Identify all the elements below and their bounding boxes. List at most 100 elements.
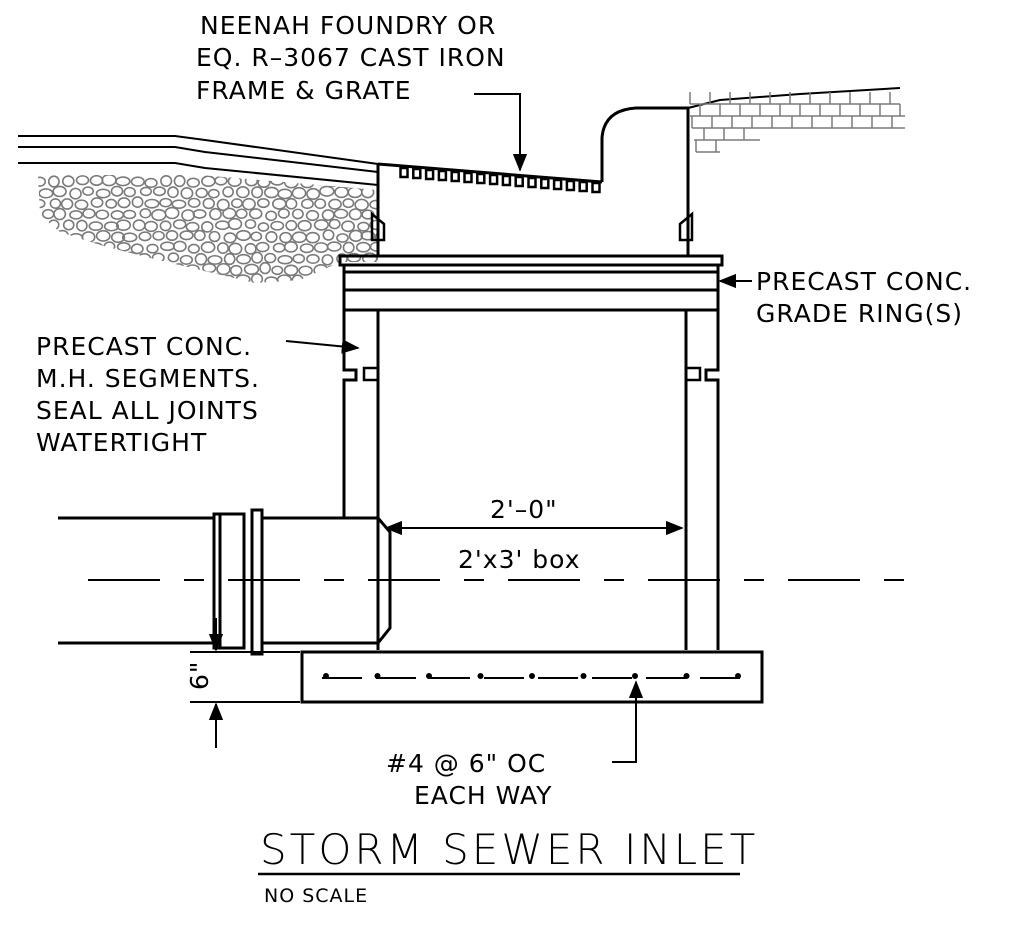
gravel-stone — [319, 274, 333, 283]
gravel-stone — [166, 273, 181, 283]
rebar-dot — [735, 673, 741, 679]
gravel-stone — [63, 263, 76, 276]
gravel-stone — [271, 265, 284, 276]
box-size-label: 2'x3' box — [458, 545, 581, 574]
gravel-stone — [227, 217, 243, 231]
gravel-stone — [152, 186, 167, 197]
gravel-stone — [90, 197, 104, 208]
gravel-stone — [123, 251, 138, 263]
rebar-dot — [426, 673, 432, 679]
gravel-stone — [82, 208, 96, 219]
gravel-stone — [256, 198, 270, 209]
gravel-stone — [292, 253, 306, 264]
gravel-stone — [228, 242, 243, 256]
gravel-stone — [299, 243, 315, 254]
gravel-stone — [235, 208, 248, 220]
gravel-stone — [277, 208, 290, 219]
gravel-stone — [95, 229, 111, 242]
gravel-stone — [248, 208, 263, 220]
gravel-stone — [143, 263, 158, 276]
gravel-stone — [283, 264, 299, 277]
gravel-stone — [250, 231, 263, 242]
gravel-stone — [158, 264, 172, 278]
gravel-stone — [130, 265, 146, 276]
gravel-stone — [305, 231, 320, 244]
grate-tooth — [412, 167, 422, 180]
gravel-stone — [285, 197, 298, 210]
leaders — [285, 93, 752, 763]
gravel-stone — [61, 175, 75, 188]
svg-text:GRADE RING(S): GRADE RING(S) — [756, 299, 963, 328]
gravel-stone — [328, 198, 342, 210]
gravel-stone — [297, 219, 312, 232]
gravel-stone — [195, 187, 209, 199]
svg-text:#4 @ 6" OC: #4 @ 6" OC — [386, 749, 546, 778]
grate-tooth — [540, 177, 550, 190]
gravel-stone — [47, 175, 60, 188]
gravel-stone — [139, 186, 153, 197]
gravel-stone — [185, 221, 200, 233]
grate-tooth — [476, 172, 486, 185]
gravel-stone — [54, 275, 67, 283]
gravel-stone — [109, 253, 124, 265]
gravel-stone — [42, 275, 55, 283]
manhole-walls — [342, 310, 720, 650]
gravel-stone — [62, 219, 75, 231]
gravel-stone — [208, 230, 221, 243]
gravel-stone — [322, 229, 335, 241]
gravel-stone — [151, 273, 167, 283]
gravel-stone — [38, 220, 47, 231]
gravel-stone — [325, 265, 341, 276]
gravel-stone — [89, 264, 103, 277]
svg-text:M.H. SEGMENTS.: M.H. SEGMENTS. — [36, 364, 260, 393]
pavement-layer — [18, 135, 379, 186]
svg-text:EQ. R–3067 CAST IRON: EQ. R–3067 CAST IRON — [196, 43, 506, 72]
gravel-stone — [115, 219, 132, 231]
grate-tooth — [578, 180, 588, 193]
gravel-stone — [369, 241, 378, 252]
gravel-stone — [69, 187, 82, 200]
gravel-stone — [265, 210, 278, 222]
gravel-stone — [321, 254, 334, 266]
rebar-dot — [580, 673, 587, 679]
gravel-stone — [194, 252, 208, 266]
grate-tooth — [450, 170, 460, 183]
gravel-stone — [165, 229, 179, 242]
gravel-stone — [152, 230, 165, 241]
base-thickness-dimension — [190, 618, 300, 748]
gravel-stone — [222, 186, 234, 198]
gravel-stone — [95, 209, 110, 220]
gravel-stone — [306, 253, 320, 265]
gravel-stone — [159, 220, 172, 232]
gravel-stone — [110, 185, 124, 197]
gravel-stone — [192, 274, 208, 283]
gravel-stone — [179, 230, 194, 241]
gravel-stone — [244, 242, 257, 255]
gravel-stone — [130, 243, 144, 255]
grate-tooth — [591, 181, 601, 194]
gravel-stone — [243, 263, 260, 275]
base-slab — [300, 650, 764, 704]
gravel-stone — [49, 198, 62, 209]
gravel-stone — [259, 261, 271, 275]
grate-tooth — [527, 176, 537, 189]
svg-text:PRECAST CONC.: PRECAST CONC. — [36, 332, 252, 361]
gravel-stone — [82, 186, 95, 196]
gravel-stone — [88, 242, 104, 253]
gravel-stone — [160, 175, 173, 187]
gravel-stone — [55, 253, 68, 266]
gravel-stone — [167, 186, 179, 199]
gravel-stone — [38, 188, 54, 199]
gravel-stone — [98, 253, 111, 265]
gravel-stone — [180, 187, 194, 200]
gravel-stone — [300, 198, 314, 210]
gravel-stone — [328, 218, 341, 230]
grate-tooth — [514, 175, 524, 188]
gravel-stone — [159, 197, 173, 208]
gravel-stone — [138, 231, 152, 242]
gravel-stone — [223, 252, 236, 266]
grade-rings — [338, 254, 724, 312]
gravel-stone — [277, 254, 293, 265]
gravel-stone — [69, 209, 83, 220]
